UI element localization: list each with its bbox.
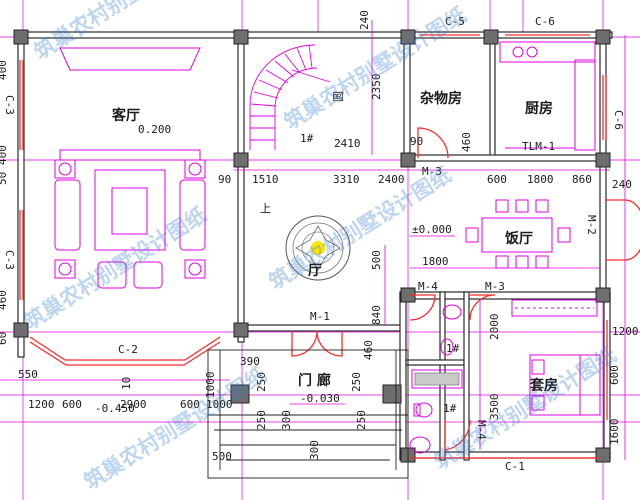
tag-c5: C-5 — [445, 15, 465, 28]
tag-c3-left-top: C-3 — [3, 95, 16, 115]
dim-1800a: 1800 — [527, 173, 554, 186]
dim-240-top: 240 — [358, 10, 371, 30]
level-living: 0.200 — [138, 123, 171, 136]
dim-10: 10 — [120, 377, 133, 390]
dim-400a: 400 — [0, 60, 9, 80]
room-living: 客厅 — [111, 107, 140, 124]
tag-m1: M-1 — [310, 310, 330, 323]
spiral-stair — [249, 44, 331, 150]
level-hall: ±0.000 — [412, 223, 452, 236]
room-hall: 厅 — [308, 263, 322, 279]
level-porch: -0.030 — [300, 392, 340, 405]
dim-500b: 500 — [212, 450, 232, 463]
dim-50: 50 — [0, 172, 9, 185]
dim-600a: 600 — [487, 173, 507, 186]
dim-2410: 2410 — [334, 137, 361, 150]
tag-c1: C-1 — [505, 460, 525, 473]
tag-stair-note: 圆 — [332, 91, 345, 102]
watermark: 筑巢农村别墅设计图纸 筑巢农村别墅设计图纸 筑巢农村别墅设计图纸 筑巢农村别墅设… — [20, 0, 621, 494]
dim-860: 860 — [572, 173, 592, 186]
dim-600c: 600 — [180, 398, 200, 411]
dim-460b: 460 — [362, 340, 375, 360]
dim-2350: 2350 — [370, 74, 383, 101]
room-dining: 饭厅 — [504, 230, 533, 247]
tag-m2: M-2 — [585, 215, 598, 235]
dim-600d: 600 — [608, 365, 621, 385]
room-storage: 杂物房 — [420, 90, 462, 107]
tag-bath2: 1# — [443, 402, 457, 415]
dimension-numbers: 240 2350 2410 90 460 90 1510 3310 2400 6… — [0, 10, 639, 463]
dim-1800b: 1800 — [422, 255, 449, 268]
porch-steps — [207, 349, 409, 479]
dim-550: 550 — [18, 368, 38, 381]
watermark-text: 筑巢农村别墅设计图纸 — [20, 203, 211, 335]
tag-c3-left-bot: C-3 — [3, 250, 16, 270]
tag-bath1: 1# — [446, 342, 460, 355]
dim-300b: 300 — [308, 440, 321, 460]
dim-1000: 1000 — [206, 398, 233, 411]
tag-stair-up: 上 — [260, 202, 271, 215]
room-suite: 套房 — [530, 377, 558, 394]
dim-90b: 90 — [218, 173, 231, 186]
ceiling-medallion — [285, 215, 351, 281]
tag-m3-top: M-3 — [422, 165, 442, 178]
dim-90a: 90 — [410, 135, 423, 148]
room-labels: 客厅 杂物房 厨房 饭厅 厅 门 廊 套房 — [111, 90, 558, 394]
tag-stair: 1# — [300, 132, 314, 145]
dim-300a: 300 — [280, 410, 293, 430]
dim-1600: 1600 — [608, 419, 621, 446]
bath-fixtures — [409, 299, 601, 454]
dim-240-right: 240 — [612, 178, 632, 191]
opening-tags: C-5 C-6 C-6 C-3 C-3 C-2 C-1 M-1 M-2 M-3 … — [3, 15, 625, 473]
tag-c6-right: C-6 — [612, 110, 625, 130]
dim-250b: 250 — [255, 410, 268, 430]
dim-1200-right: 1200 — [612, 325, 639, 338]
dim-250d: 250 — [355, 410, 368, 430]
dim-840: 840 — [370, 305, 383, 325]
dining-table — [465, 199, 571, 269]
living-furniture — [54, 47, 206, 289]
dim-2400: 2400 — [378, 173, 405, 186]
tag-c2: C-2 — [118, 343, 138, 356]
dim-1000b: 1000 — [204, 372, 217, 399]
dim-2900: 2900 — [120, 398, 147, 411]
dim-3310: 3310 — [333, 173, 360, 186]
dim-460a: 460 — [460, 132, 473, 152]
dim-390: 390 — [240, 355, 260, 368]
dim-400b: 400 — [0, 145, 9, 165]
dim-500: 500 — [370, 250, 383, 270]
dim-3500: 3500 — [488, 394, 501, 421]
tag-m4-top: M-4 — [418, 280, 438, 293]
dim-250a: 250 — [255, 372, 268, 392]
dim-1510: 1510 — [252, 173, 279, 186]
tag-m3-mid: M-3 — [485, 280, 505, 293]
dim-2000: 2000 — [488, 314, 501, 341]
tag-tlm1: TLM-1 — [522, 140, 555, 153]
windows — [19, 34, 608, 459]
dim-600b: 600 — [62, 398, 82, 411]
tag-c6-top: C-6 — [535, 15, 555, 28]
dim-250c: 250 — [350, 372, 363, 392]
level-outside: -0.450 — [95, 402, 135, 415]
kitchen-fixtures — [499, 41, 596, 151]
level-marks: 0.200 ±0.000 -0.030 -0.450 — [95, 123, 455, 415]
dim-1200: 1200 — [28, 398, 55, 411]
dim-460c: 460 — [0, 290, 9, 310]
room-porch: 门 廊 — [298, 372, 331, 389]
dimension-lines — [0, 20, 626, 460]
room-kitchen: 厨房 — [525, 100, 553, 117]
dim-60: 60 — [0, 332, 9, 345]
tag-m4-bot: M-4 — [475, 420, 488, 440]
